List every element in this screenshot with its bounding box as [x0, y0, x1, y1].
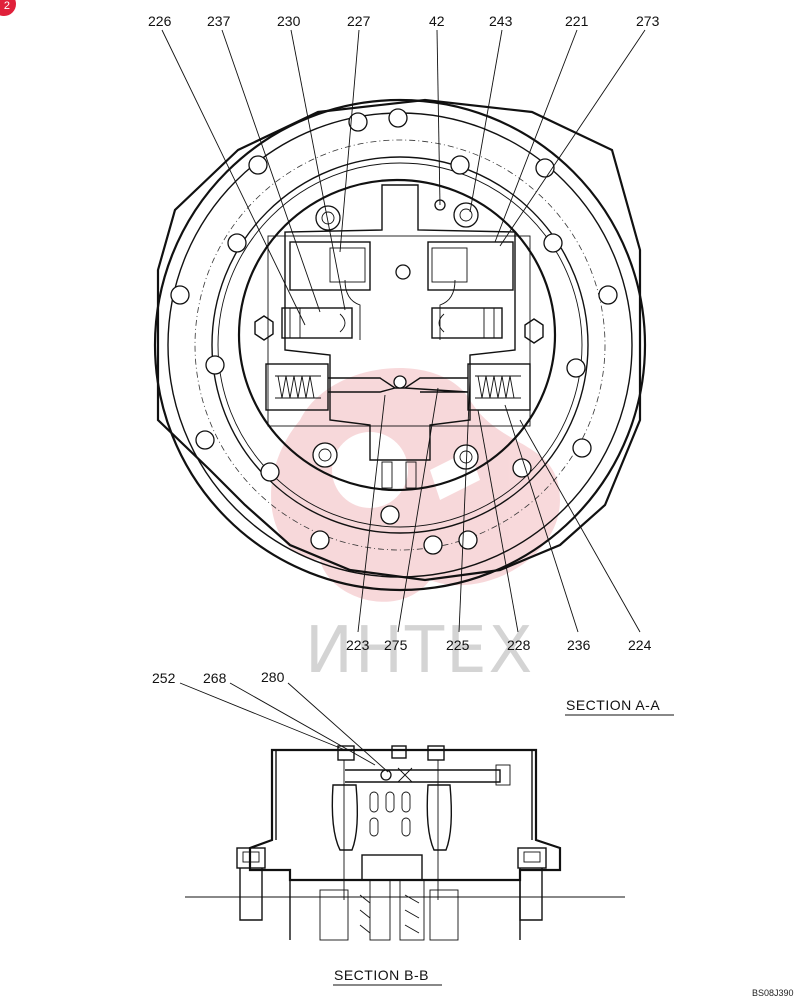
section-b-drawing: [185, 745, 625, 941]
callout-236: 236: [567, 637, 591, 653]
watermark-text: ИНТЕХ: [305, 614, 534, 688]
callout-237: 237: [207, 13, 231, 29]
callout-230: 230: [277, 13, 301, 29]
callout-227: 227: [347, 13, 371, 29]
section-b-leaders: [179, 682, 389, 773]
callout-268: 268: [203, 670, 227, 686]
callout-224: 224: [628, 637, 652, 653]
section-a-top-callouts: 226 237 230 227 42 243 221 273: [148, 13, 660, 29]
section-a-drawing: [153, 98, 647, 592]
callout-42: 42: [429, 13, 445, 29]
callout-273: 273: [636, 13, 660, 29]
section-b-callouts: 252 268 280: [152, 669, 285, 686]
section-b-title: SECTION B-B: [334, 967, 429, 983]
callout-221: 221: [565, 13, 589, 29]
section-a-title: SECTION A-A: [566, 697, 660, 713]
callout-280: 280: [261, 669, 285, 685]
callout-243: 243: [489, 13, 513, 29]
callout-223: 223: [346, 637, 370, 653]
callout-275: 275: [384, 637, 408, 653]
callout-252: 252: [152, 670, 176, 686]
callout-225: 225: [446, 637, 470, 653]
drawing-code: BS08J390: [752, 988, 794, 998]
page-badge: 2: [0, 0, 16, 16]
callout-226: 226: [148, 13, 172, 29]
section-a-leaders: [161, 29, 646, 633]
callout-228: 228: [507, 637, 531, 653]
section-a-bottom-callouts: 223 275 225 228 236 224: [346, 637, 652, 653]
